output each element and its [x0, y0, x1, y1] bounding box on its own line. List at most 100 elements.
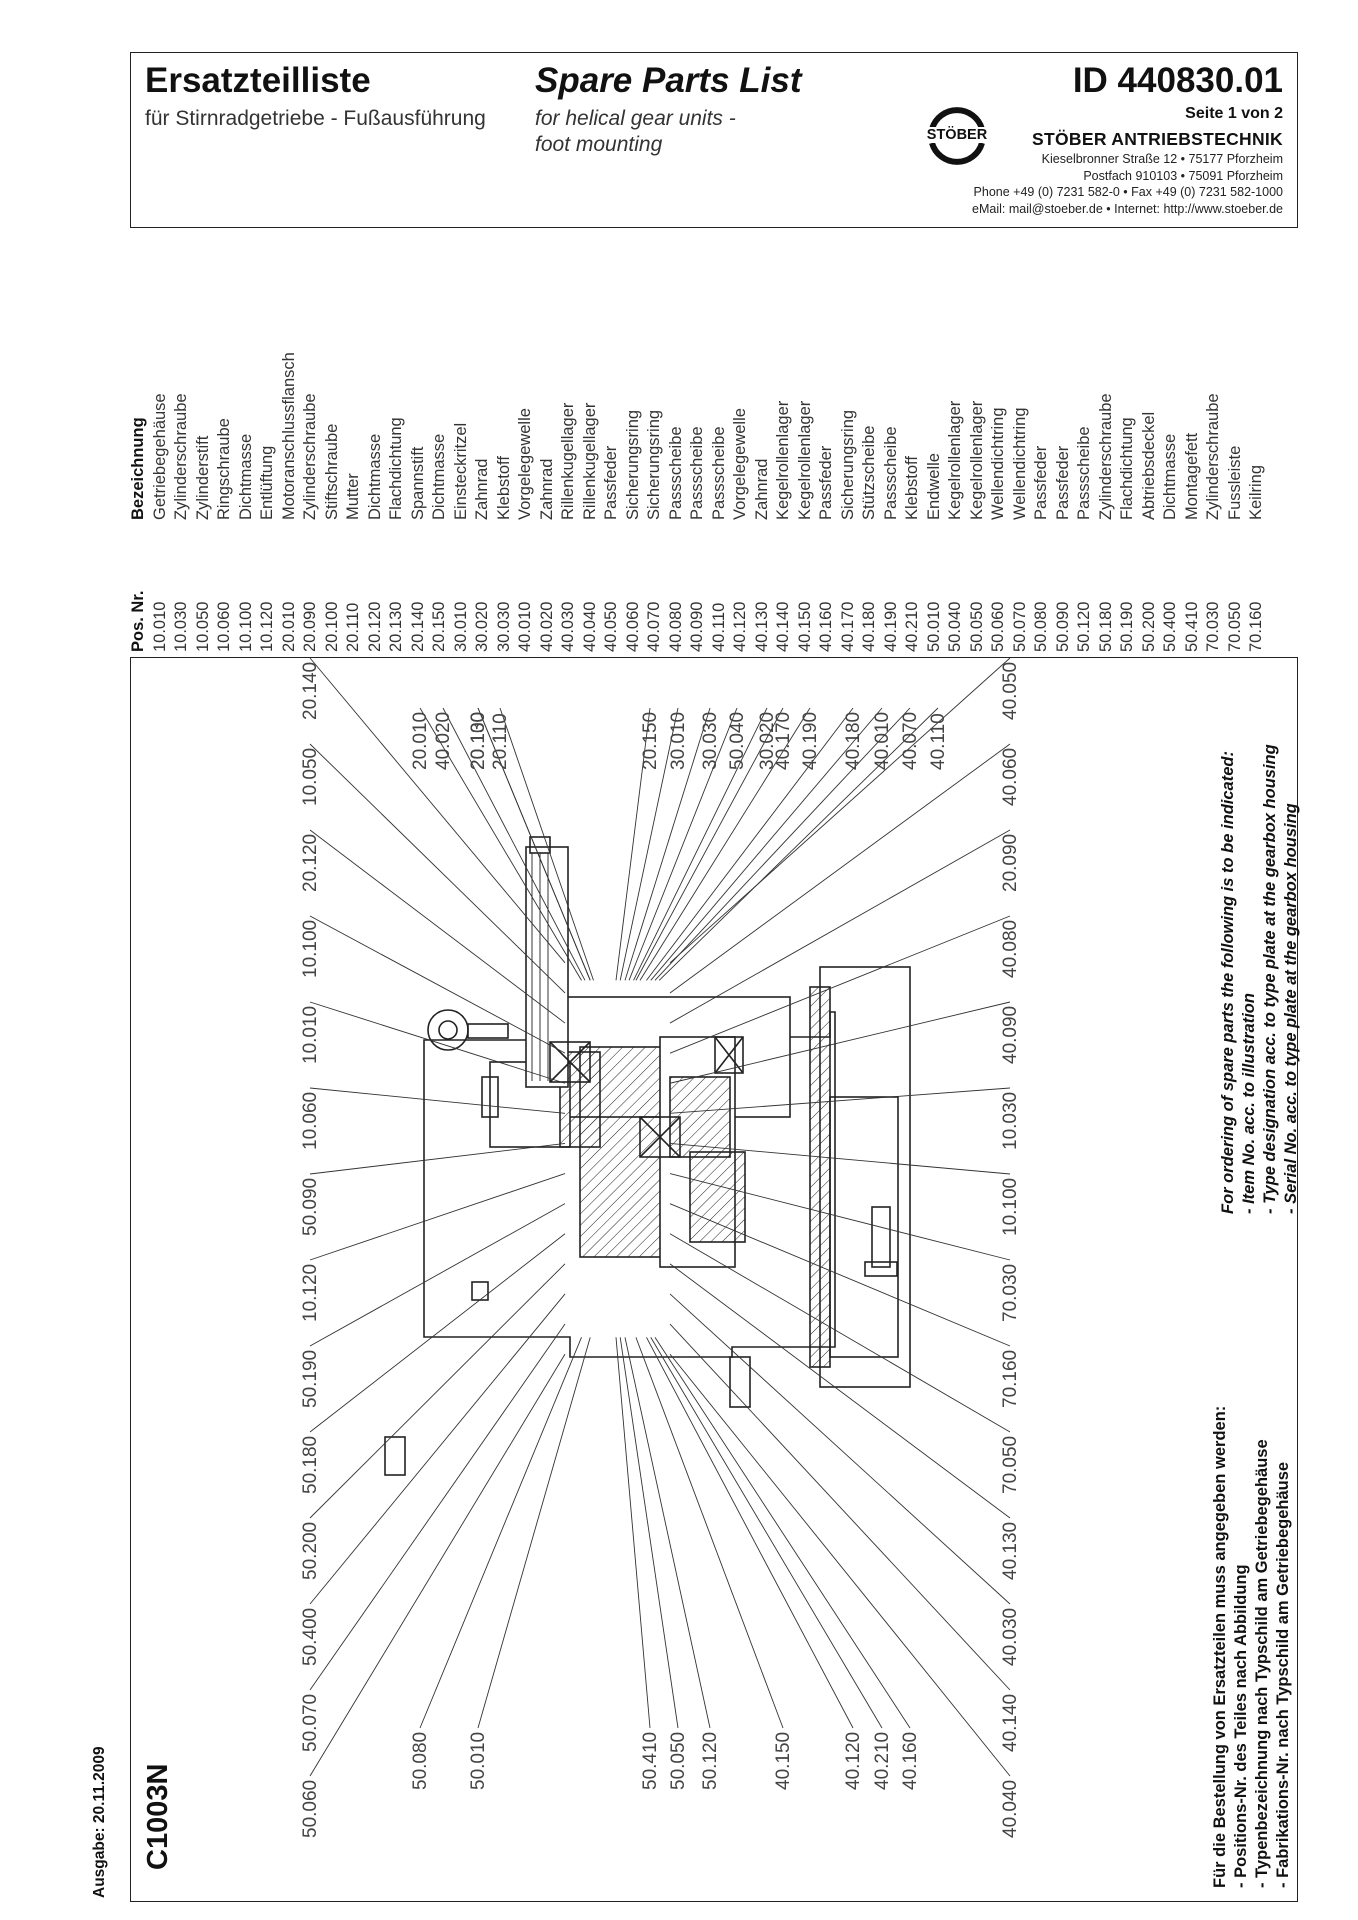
callout-label: 40.080: [1000, 919, 1021, 978]
callout-label: 50.070: [300, 1693, 321, 1752]
part-position: 40.020: [537, 601, 556, 652]
order-note-en-title: For ordering of spare parts the followin…: [1219, 751, 1237, 1214]
part-position: 40.140: [774, 601, 792, 652]
part-name: Kegelrollenlager: [774, 400, 792, 520]
title-de: Ersatzteilliste: [145, 61, 371, 100]
part-name: Sicherungsring: [838, 409, 857, 520]
part-position: 50.180: [1096, 601, 1115, 652]
part-position: 20.090: [301, 601, 319, 652]
part-name: Stützscheibe: [860, 425, 878, 520]
leader-lines: [309, 657, 1011, 1777]
callout-label: 40.060: [1000, 747, 1021, 806]
callout-label: 40.170: [773, 711, 794, 770]
address-line-1: Kieselbronner Straße 12 • 75177 Pforzhei…: [1041, 152, 1283, 166]
col-name-header: Bezeichnung: [129, 417, 147, 520]
callout-label: 20.110: [490, 713, 511, 770]
part-name: Vorgelegewelle: [516, 408, 534, 520]
callout-label: 40.110: [928, 713, 949, 770]
subtitle-en-line1: for helical gear units -: [535, 107, 736, 130]
part-position: 10.030: [172, 601, 190, 652]
part-name: Kegelrollenlager: [946, 400, 964, 520]
address-line-2: Postfach 910103 • 75091 Pforzheim: [1083, 168, 1283, 183]
leader-line: [658, 707, 939, 981]
table-row: 10.030 Zylinderschraube: [171, 352, 193, 652]
title-en: Spare Parts List: [535, 61, 802, 100]
part-position: 50.200: [1139, 601, 1158, 652]
order-note-en-line3: - Serial No. acc. to type plate at the g…: [1282, 803, 1300, 1214]
leader-line: [669, 1001, 1011, 1084]
part-name: Rillenkugellager: [559, 402, 577, 520]
leader-line: [309, 1203, 566, 1347]
order-note-en-line2: - Type designation acc. to type plate at…: [1261, 744, 1279, 1214]
leader-line: [619, 707, 679, 981]
part-name: Sicherungsring: [623, 409, 642, 520]
leader-line: [646, 707, 854, 981]
part-name: Stiftschraube: [322, 423, 341, 520]
part-position: 20.140: [408, 601, 427, 652]
part-position: 10.100: [236, 601, 255, 652]
leader-line: [615, 1337, 651, 1729]
order-note-de-line1: - Positions-Nr. des Teiles nach Abbildun…: [1232, 1564, 1250, 1888]
part-position: 40.160: [817, 601, 835, 652]
leader-line: [419, 1337, 582, 1729]
leader-line: [669, 1087, 1011, 1114]
part-position: 40.130: [752, 601, 771, 652]
leader-line: [309, 1233, 566, 1433]
order-note-de: Für die Bestellung von Ersatzteilen muss…: [1210, 1406, 1294, 1888]
header-box: Ersatzteilliste für Stirnradgetriebe - F…: [130, 52, 1298, 228]
part-name: Flachdichtung: [387, 417, 405, 520]
table-row: 40.180 Stützscheibe: [859, 352, 881, 652]
leader-line: [669, 1173, 1011, 1261]
leader-line: [635, 707, 784, 981]
part-position: 50.410: [1182, 601, 1201, 652]
part-name: Wellendichtring: [1010, 407, 1029, 520]
callout-label: 10.050: [300, 747, 321, 806]
leader-line: [309, 1263, 566, 1519]
part-position: 40.060: [623, 601, 642, 652]
part-position: 40.070: [645, 601, 663, 652]
part-position: 50.070: [1010, 601, 1029, 652]
callout-label: 40.210: [872, 1731, 893, 1790]
part-name: Passscheibe: [709, 426, 728, 520]
part-name: Passfeder: [602, 445, 620, 520]
leader-line: [309, 1353, 566, 1777]
leader-line: [309, 1001, 566, 1084]
callout-label: 40.010: [872, 711, 893, 770]
part-position: 50.190: [1118, 601, 1136, 652]
part-name: Kegelrollenlager: [967, 400, 986, 520]
part-name: Zahnrad: [537, 458, 556, 520]
callout-label: 50.410: [640, 1731, 661, 1790]
callout-label: 40.130: [1000, 1521, 1021, 1580]
part-position: 40.210: [903, 601, 921, 652]
leader-line: [669, 1293, 1011, 1605]
callout-label: 10.100: [1000, 1177, 1021, 1236]
part-name: Passfeder: [1053, 445, 1072, 520]
part-name: Zylinderschraube: [172, 393, 190, 520]
drawing-frame: [130, 657, 1298, 1902]
leader-line: [654, 707, 911, 981]
callout-label: 40.140: [1000, 1693, 1021, 1752]
leader-line: [419, 707, 582, 981]
leader-line: [669, 1233, 1011, 1433]
part-position: 40.180: [860, 601, 878, 652]
part-position: 40.170: [838, 601, 857, 652]
part-position: 70.160: [1247, 601, 1265, 652]
part-position: 40.080: [666, 601, 685, 652]
leader-line: [646, 1337, 854, 1729]
